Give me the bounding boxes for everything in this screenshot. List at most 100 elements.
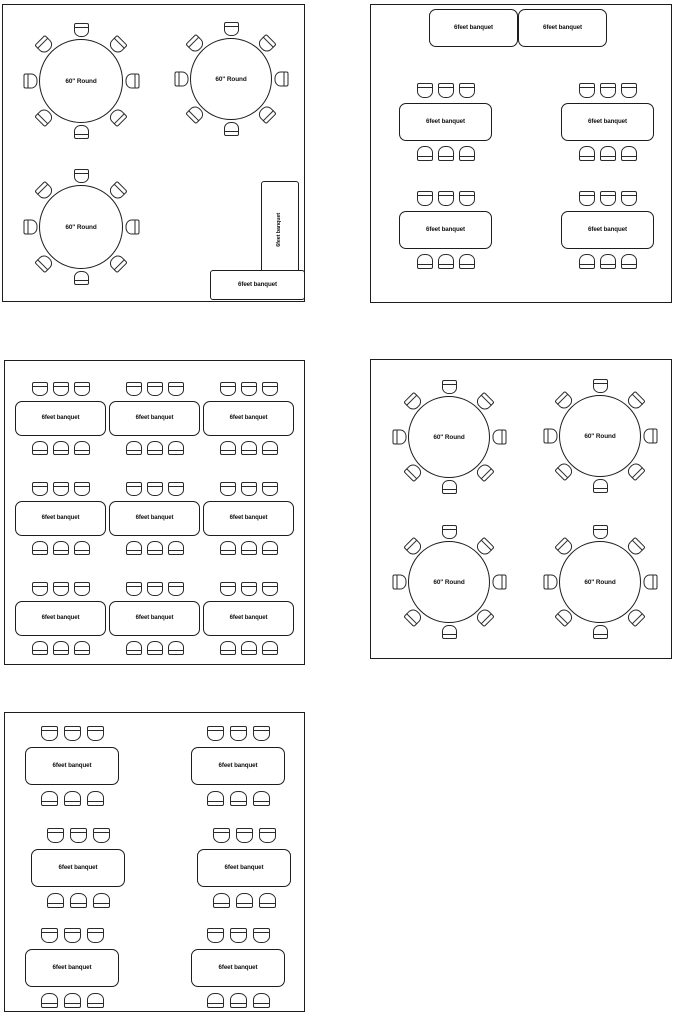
round-table[interactable]: 60" Round xyxy=(408,541,490,623)
chair-icon xyxy=(240,582,257,596)
banquet-table[interactable]: 6feet banquet xyxy=(109,401,200,436)
chair-icon xyxy=(167,441,184,455)
banquet-table[interactable]: 6feet banquet xyxy=(210,270,305,300)
chair-icon xyxy=(592,379,608,393)
round-table[interactable]: 60" Round xyxy=(39,185,123,269)
round-table[interactable]: 60" Round xyxy=(408,396,490,478)
banquet-table[interactable]: 6feet banquet xyxy=(561,103,654,141)
chair-icon xyxy=(73,541,90,555)
chair-icon xyxy=(578,83,595,98)
chair-seat xyxy=(543,428,557,444)
banquet-table-label: 6feet banquet xyxy=(454,23,493,31)
chair-back-line xyxy=(146,450,163,452)
chair-seat xyxy=(219,482,236,496)
banquet-table[interactable]: 6feet banquet xyxy=(518,9,607,47)
chair-seat xyxy=(240,541,257,555)
banquet-table[interactable]: 6feet banquet xyxy=(25,949,119,987)
banquet-table[interactable]: 6feet banquet xyxy=(15,401,106,436)
chair-seat xyxy=(437,191,454,206)
chair-icon xyxy=(229,928,247,943)
chair-seat xyxy=(206,726,224,741)
chair-icon xyxy=(240,541,257,555)
banquet-table[interactable]: 6feet banquet xyxy=(429,9,518,47)
chair-seat xyxy=(252,791,270,806)
round-table[interactable]: 60" Round xyxy=(559,541,641,623)
chair-seat xyxy=(31,541,48,555)
banquet-table[interactable]: 6feet banquet xyxy=(191,949,285,987)
chair-seat xyxy=(578,191,595,206)
chair-seat xyxy=(212,893,230,908)
banquet-table[interactable]: 6feet banquet xyxy=(25,747,119,785)
round-table[interactable]: 60" Round xyxy=(190,38,272,120)
chair-icon xyxy=(86,726,104,741)
chair-back-line xyxy=(146,385,163,387)
chair-seat xyxy=(240,641,257,655)
chair-icon xyxy=(146,482,163,496)
chair-seat xyxy=(73,271,89,285)
chair-back-line xyxy=(599,263,616,265)
chair-back-line xyxy=(229,730,247,732)
chair-seat xyxy=(146,541,163,555)
chair-icon xyxy=(235,828,253,843)
banquet-table-label: 6feet banquet xyxy=(588,117,627,125)
chair-seat xyxy=(437,254,454,269)
banquet-table[interactable]: 6feet banquet xyxy=(109,501,200,536)
banquet-table[interactable]: 6feet banquet xyxy=(191,747,285,785)
chair-seat xyxy=(86,791,104,806)
chair-back-line xyxy=(31,385,48,387)
banquet-table[interactable]: 6feet banquet xyxy=(561,211,654,249)
chair-seat xyxy=(229,726,247,741)
chair-back-line xyxy=(31,550,48,552)
banquet-table[interactable]: 6feet banquet xyxy=(203,401,294,436)
banquet-table[interactable]: 6feet banquet xyxy=(15,601,106,636)
banquet-table[interactable]: 6feet banquet xyxy=(15,501,106,536)
chair-back-line xyxy=(92,832,110,834)
chair-seat xyxy=(23,73,37,89)
banquet-table[interactable]: 6feet banquet xyxy=(109,601,200,636)
room-panel-four-round-tables: 60" Round 60" Round 60" Round 60" Round xyxy=(370,359,672,659)
chair-seat xyxy=(543,574,557,590)
banquet-table[interactable]: 6feet banquet xyxy=(203,601,294,636)
chair-seat xyxy=(223,22,239,36)
chair-back-line xyxy=(46,902,64,904)
banquet-table[interactable]: 6feet banquet xyxy=(261,181,299,279)
chair-seat xyxy=(274,71,288,87)
banquet-table-label: 6feet banquet xyxy=(218,963,258,971)
chair-back-line xyxy=(652,574,654,590)
banquet-table[interactable]: 6feet banquet xyxy=(203,501,294,536)
chair-seat xyxy=(146,441,163,455)
banquet-table[interactable]: 6feet banquet xyxy=(399,211,492,249)
chair-seat xyxy=(240,441,257,455)
chair-back-line xyxy=(125,650,142,652)
banquet-table[interactable]: 6feet banquet xyxy=(31,849,125,887)
banquet-table[interactable]: 6feet banquet xyxy=(399,103,492,141)
chair-back-line xyxy=(146,550,163,552)
chair-icon xyxy=(492,574,506,590)
chair-back-line xyxy=(40,932,58,934)
banquet-table[interactable]: 6feet banquet xyxy=(197,849,291,887)
chair-icon xyxy=(125,541,142,555)
chair-icon xyxy=(167,482,184,496)
chair-icon xyxy=(31,441,48,455)
chair-back-line xyxy=(125,450,142,452)
round-table-label: 60" Round xyxy=(584,578,616,586)
round-table[interactable]: 60" Round xyxy=(559,395,641,477)
chair-seat xyxy=(174,71,188,87)
banquet-table-label: 6feet banquet xyxy=(52,963,92,971)
chair-icon xyxy=(458,146,475,161)
chair-seat xyxy=(229,993,247,1008)
chair-icon xyxy=(458,83,475,98)
chair-back-line xyxy=(52,585,69,587)
banquet-table-label: 6feet banquet xyxy=(276,213,283,247)
chair-icon xyxy=(274,71,288,87)
chair-back-line xyxy=(219,450,236,452)
chair-icon xyxy=(73,271,89,285)
chair-back-line xyxy=(546,574,548,590)
chair-icon xyxy=(592,479,608,493)
round-table[interactable]: 60" Round xyxy=(39,39,123,123)
chair-back-line xyxy=(620,263,637,265)
chair-icon xyxy=(125,641,142,655)
chair-seat xyxy=(73,23,89,37)
chair-icon xyxy=(73,641,90,655)
chair-seat xyxy=(252,993,270,1008)
